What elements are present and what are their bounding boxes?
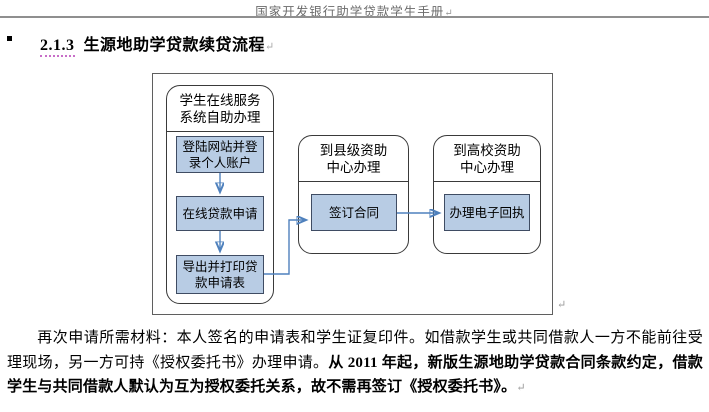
bullet-square-icon	[7, 36, 12, 41]
step-online-application: 在线贷款申请	[176, 196, 264, 231]
section-title: 生源地助学贷款续贷流程	[83, 37, 266, 54]
flowchart-connectors	[153, 173, 554, 275]
running-header-title: 国家开发银行助学贷款学生手册	[255, 5, 445, 19]
header-rule	[0, 16, 709, 18]
body-paragraph: 再次申请所需材料：本人签名的申请表和学生证复印件。如借款学生或共同借款人一方不能…	[7, 326, 703, 401]
paragraph-mark-icon: ↵	[516, 382, 526, 395]
step-electronic-receipt: 办理电子回执	[444, 194, 530, 231]
step-sign-contract: 签订合同	[311, 194, 397, 231]
running-header: 国家开发银行助学贷款学生手册↵	[0, 1, 709, 20]
group-title: 到高校资助 中心办理	[434, 136, 540, 182]
group-title: 学生在线服务 系统自助办理	[167, 86, 273, 132]
section-number: 2.1.3	[40, 37, 75, 57]
paragraph-bold-text: 从 2011 年起，新版生源地助学贷款合同条款约定，借款学生与共同借款人默认为互…	[7, 354, 703, 396]
paragraph-mark-icon: ↵	[444, 8, 454, 19]
paragraph-normal-text: 再次申请所需材料：本人签名的申请表和学生证复印件。如借款学生或共同借款人一方不能…	[7, 330, 703, 371]
group-title: 到县级资助 中心办理	[299, 136, 408, 182]
step-export-print-form: 导出并打印贷 款申请表	[176, 255, 264, 294]
paragraph-mark-icon: ↵	[265, 41, 275, 53]
section-heading: 2.1.3 生源地助学贷款续贷流程↵	[40, 31, 275, 57]
step-login-website: 登陆网站并登 录个人账户	[176, 136, 264, 173]
arrow-step3-sign	[264, 220, 304, 275]
flowchart-frame: 学生在线服务 系统自助办理 到县级资助 中心办理 到高校资助 中心办理 登陆网站…	[152, 73, 553, 315]
paragraph-mark-icon: ↵	[557, 299, 567, 311]
